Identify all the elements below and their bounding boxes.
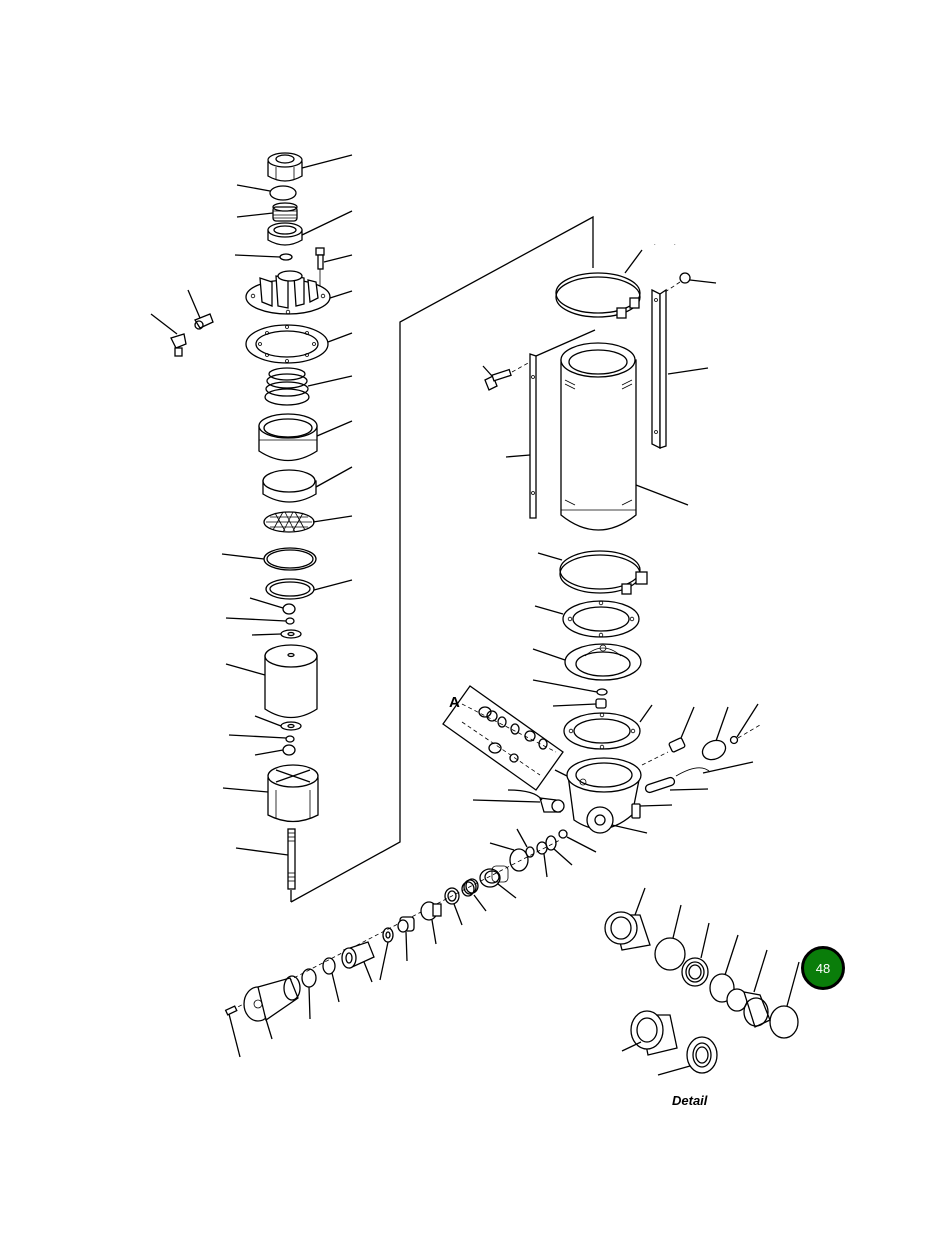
filter-element-part <box>264 644 318 719</box>
spring-part <box>264 367 310 406</box>
threaded-fitting-part <box>272 202 298 222</box>
finned-cover-part <box>245 270 331 315</box>
view-a-inset <box>442 685 568 791</box>
valve-assembly <box>224 828 597 1058</box>
svg-text:.: . <box>674 241 676 247</box>
detail-view <box>604 887 800 1076</box>
view-a-label: A <box>449 694 460 711</box>
callout-badge[interactable]: 48 <box>801 946 845 990</box>
left-column-stack <box>221 152 353 890</box>
canister-part <box>560 342 637 531</box>
svg-text:.: . <box>654 241 656 247</box>
base-cap-part <box>267 764 319 823</box>
detail-label: Detail <box>672 1093 708 1108</box>
fitting-parts-right <box>641 703 761 794</box>
right-column-stack: . . <box>472 241 761 834</box>
elbow-fittings <box>150 289 214 357</box>
callout-badge-label: 48 <box>815 960 831 976</box>
housing-body-part <box>566 757 642 834</box>
cap-nut-part <box>267 152 303 182</box>
